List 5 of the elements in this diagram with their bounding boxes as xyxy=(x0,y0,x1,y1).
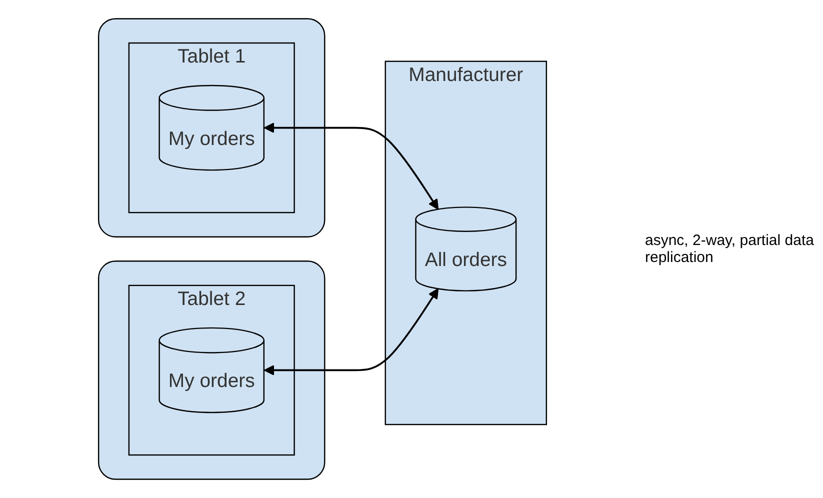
cluster xyxy=(98,260,326,480)
edge-note: async, 2-way, partial data replication xyxy=(645,232,815,266)
arrow xyxy=(264,288,439,376)
arrow xyxy=(264,122,439,210)
cluster xyxy=(98,18,326,238)
